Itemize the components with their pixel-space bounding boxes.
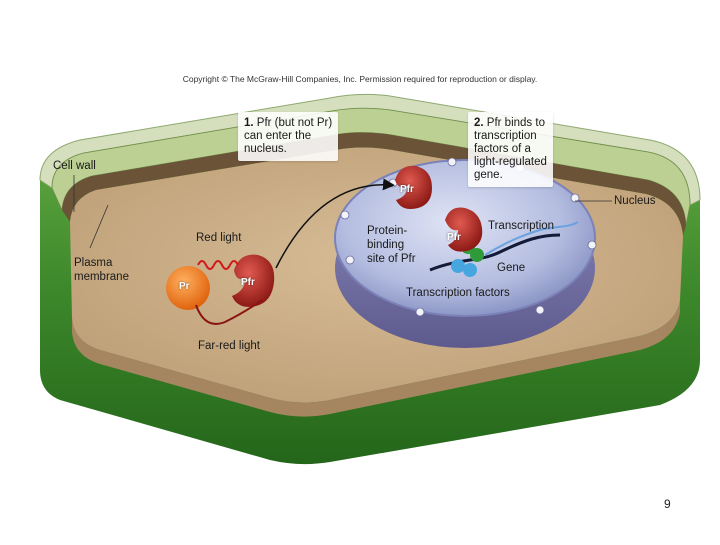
cytoplasm-edge bbox=[72, 300, 680, 417]
label-far-red-light: Far-red light bbox=[198, 340, 260, 352]
callout-step-1: 1. Pfr (but not Pr) can enter the nucleu… bbox=[238, 112, 339, 161]
label-plasma-membrane-1: Plasma bbox=[74, 257, 113, 269]
callout-step-2-number: 2. bbox=[474, 117, 484, 129]
callout-step-2-line-3: factors of a bbox=[474, 143, 531, 155]
red-light-wave bbox=[197, 260, 239, 270]
callout-step-1-line-1: Pfr (but not Pr) bbox=[256, 117, 333, 129]
label-plasma-membrane-2: membrane bbox=[74, 271, 129, 283]
pfr-bound-molecule bbox=[445, 207, 483, 252]
label-protein-binding-3: site of Pfr bbox=[367, 253, 416, 265]
callout-step-2: 2. Pfr binds to transcription factors of… bbox=[468, 112, 553, 187]
copyright-notice: Copyright © The McGraw-Hill Companies, I… bbox=[182, 74, 538, 84]
label-protein-binding-1: Protein- bbox=[367, 225, 408, 237]
label-gene: Gene bbox=[497, 262, 526, 274]
callout-step-1-number: 1. bbox=[244, 117, 254, 129]
label-transcription: Transcription bbox=[488, 220, 555, 232]
far-red-light-curve bbox=[195, 299, 263, 325]
plasma-membrane bbox=[62, 132, 686, 236]
pr-molecule bbox=[166, 266, 210, 310]
callout-step-2-line-4: light-regulated bbox=[474, 156, 547, 168]
pfr-molecule bbox=[232, 254, 275, 307]
pfr-cytoplasm-label: Pfr bbox=[241, 277, 255, 288]
label-cell-wall: Cell wall bbox=[53, 160, 96, 172]
transcript-rna bbox=[484, 221, 579, 256]
leader-lines bbox=[73, 175, 612, 249]
pfr-entering-label: Pfr bbox=[400, 184, 414, 195]
callout-step-2-line-2: transcription bbox=[474, 130, 537, 142]
callout-step-1-line-3: nucleus. bbox=[244, 143, 287, 155]
callout-step-2-line-1: Pfr binds to bbox=[486, 117, 545, 129]
label-transcription-factors: Transcription factors bbox=[406, 287, 510, 299]
pfr-bound-label: Pfr bbox=[447, 232, 461, 243]
pr-label: Pr bbox=[179, 281, 190, 292]
pfr-entering-molecule bbox=[395, 165, 432, 209]
label-protein-binding-2: binding bbox=[367, 239, 405, 251]
callout-step-1-line-2: can enter the bbox=[244, 130, 312, 142]
label-nucleus: Nucleus bbox=[614, 195, 656, 207]
page-number: 9 bbox=[664, 497, 671, 511]
callout-step-2-line-5: gene. bbox=[474, 169, 503, 181]
label-red-light: Red light bbox=[196, 232, 242, 244]
entry-arrow bbox=[275, 178, 395, 269]
